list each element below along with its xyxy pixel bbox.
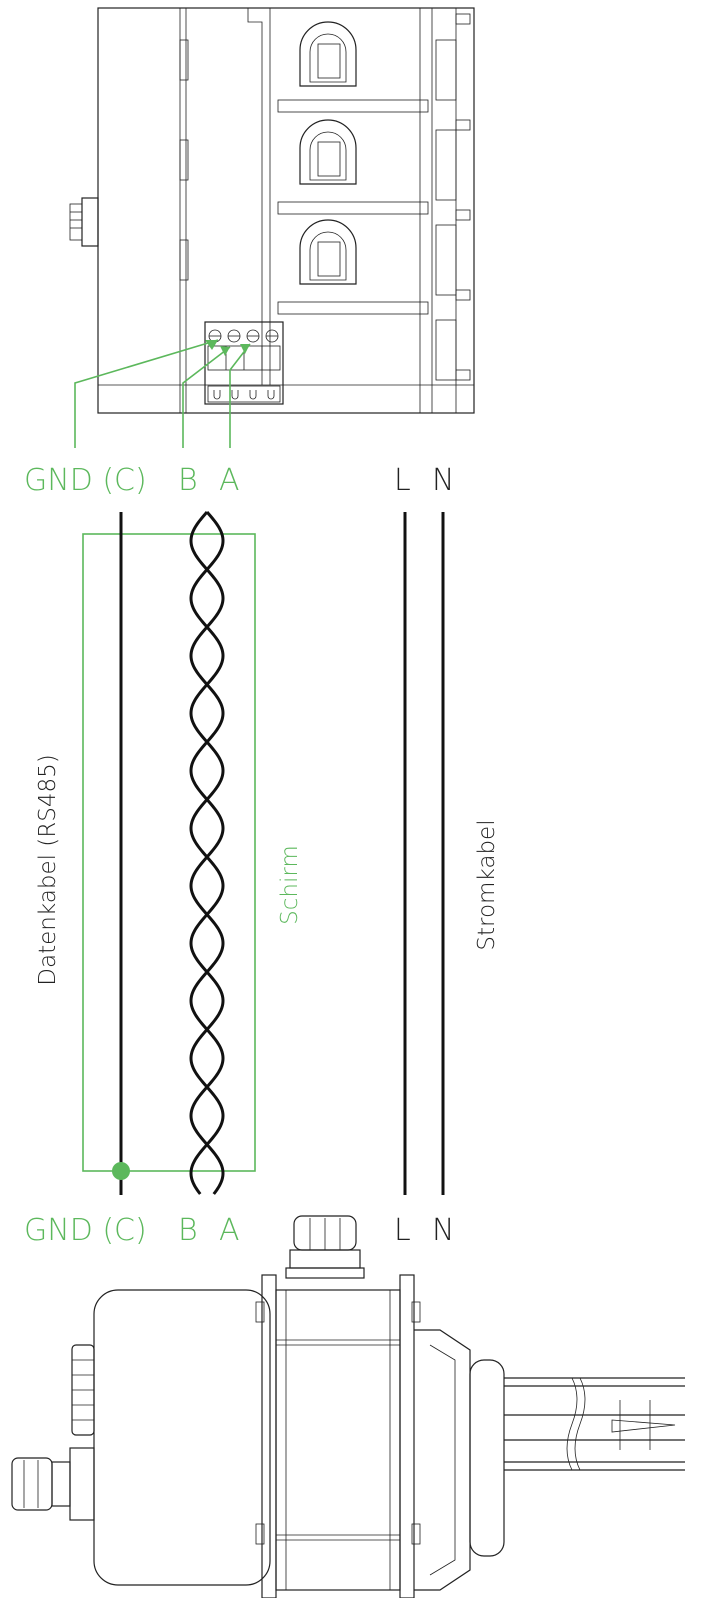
data-cable-label: Datenkabel (RS485) — [35, 754, 61, 985]
gnd-leader-line — [74, 339, 219, 448]
a-leader-line — [229, 343, 251, 448]
terminal-leader-lines — [74, 339, 251, 448]
top-label-a: A — [219, 463, 240, 498]
energy-meter-device — [69, 7, 475, 414]
data-wire-a — [189, 511, 225, 1195]
data-wire-b — [189, 511, 225, 1195]
rs485-terminal-block — [204, 321, 284, 405]
power-cable-label: Stromkabel — [474, 819, 500, 950]
shield-label: Schirm — [277, 845, 303, 925]
terminal-clamp-2 — [277, 119, 429, 215]
shield-outline — [82, 533, 256, 1172]
shield-ground-dot — [112, 1162, 130, 1180]
top-label-l: L — [394, 463, 411, 498]
bottom-label-b: B — [178, 1213, 198, 1248]
side-ribbing — [435, 13, 471, 381]
top-label-gnd: GND (C) — [24, 463, 147, 498]
bottom-label-a: A — [219, 1213, 240, 1248]
bottom-label-l: L — [394, 1213, 411, 1248]
terminal-clamp-3 — [277, 219, 429, 315]
bottom-label-n: N — [432, 1213, 454, 1248]
bottom-label-gnd: GND (C) — [24, 1213, 147, 1248]
top-label-b: B — [178, 463, 198, 498]
b-leader-line — [182, 346, 231, 448]
charging-device — [11, 1215, 685, 1598]
top-label-n: N — [432, 463, 454, 498]
terminal-clamp-1 — [277, 21, 429, 113]
